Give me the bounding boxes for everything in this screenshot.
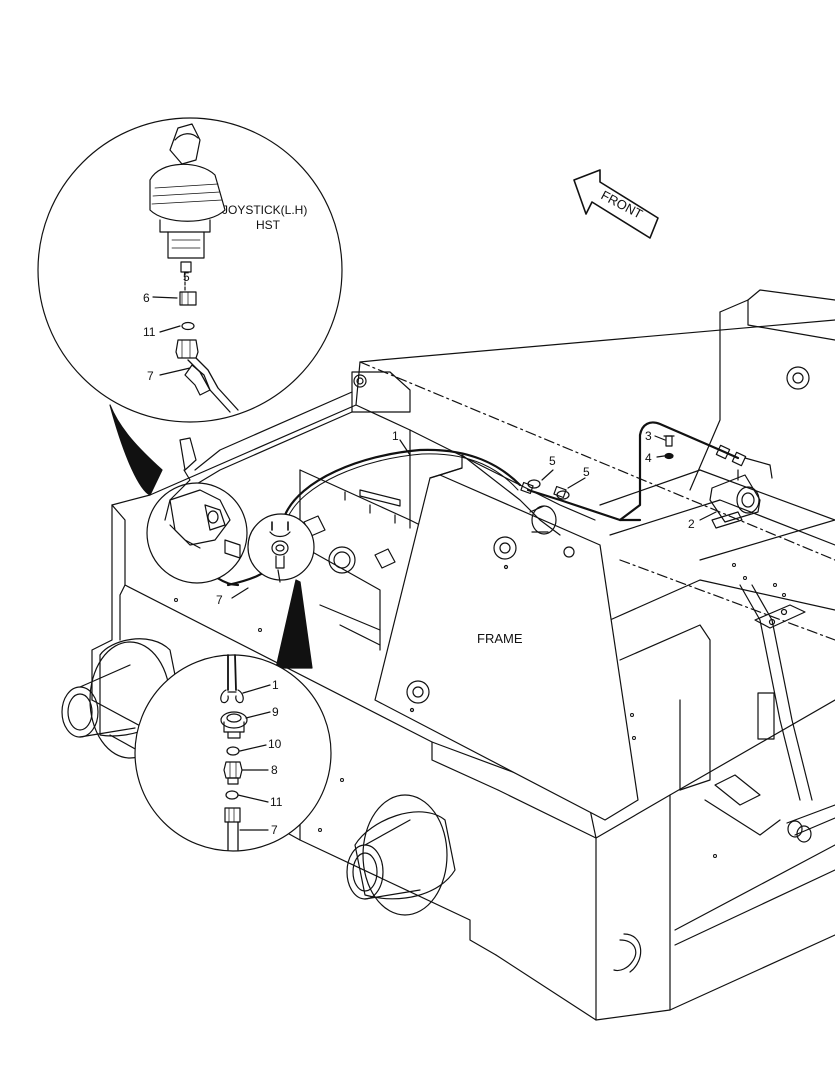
callout-7-main: 7 <box>216 593 223 607</box>
buzzer-unit <box>709 469 761 529</box>
bolt-and-washer <box>663 435 675 460</box>
front-arrow-icon <box>573 169 659 239</box>
callout-7-bottom: 7 <box>271 823 278 837</box>
main-leaders <box>231 435 717 599</box>
callout-11-top: 11 <box>143 325 156 339</box>
callout-6: 6 <box>143 291 150 305</box>
callout-9: 9 <box>272 705 279 719</box>
connector-clamps <box>520 444 773 500</box>
joystick-label: JOYSTICK(L.H) <box>222 203 307 217</box>
callout-1-bottom: 1 <box>272 678 279 692</box>
callout-1-main: 1 <box>392 429 399 443</box>
switch-detail-circle <box>247 513 315 583</box>
callout-2: 2 <box>688 517 695 531</box>
left-hub-lower <box>346 794 456 916</box>
joystick-type-label: HST <box>256 218 281 232</box>
callout-5-top: 5 <box>183 270 190 284</box>
top-inset <box>37 117 343 496</box>
callout-5a: 5 <box>549 454 556 468</box>
callout-8: 8 <box>271 763 278 777</box>
callout-10: 10 <box>268 737 282 751</box>
callout-5b: 5 <box>583 465 590 479</box>
bottom-inset <box>134 654 332 852</box>
machine-frame <box>91 289 835 1021</box>
callout-11-bottom: 11 <box>270 795 283 809</box>
frame-plate <box>374 454 639 821</box>
frame-label: FRAME <box>477 631 523 646</box>
callout-4: 4 <box>645 451 652 465</box>
joystick-detail-circle <box>146 437 248 584</box>
callout-7-top: 7 <box>147 369 154 383</box>
callout-3: 3 <box>645 429 652 443</box>
